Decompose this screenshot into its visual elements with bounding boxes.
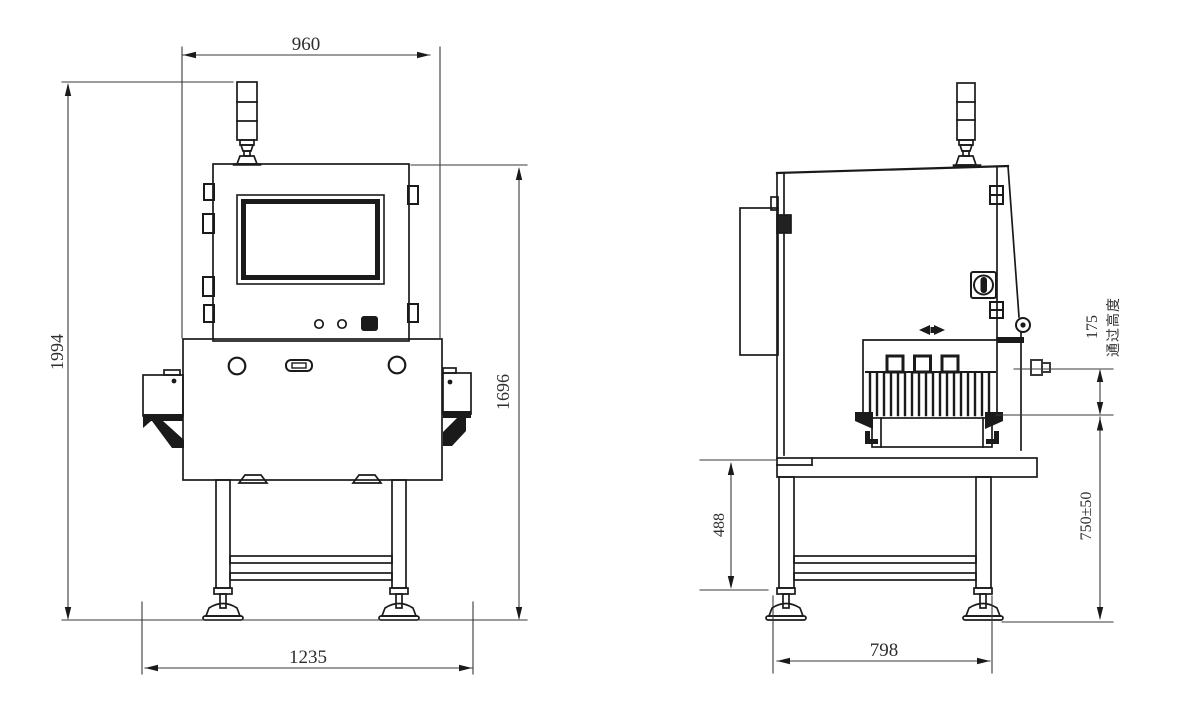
- outfeed-conveyor-end: [442, 367, 472, 446]
- base-table: [776, 457, 1038, 478]
- knob-left: [227, 356, 247, 376]
- cabinet-hinges: [202, 183, 419, 323]
- side-view: 488 798 175 通过高度 750±50: [699, 82, 1122, 674]
- curtain-strips: [868, 372, 991, 417]
- dim-belt-height: [1001, 416, 1114, 623]
- indicator-button: [313, 318, 325, 330]
- dim-body-height: [410, 164, 528, 620]
- mount-bracket: [351, 474, 383, 484]
- dim-base-depth: [772, 595, 993, 674]
- hinge-block: [776, 214, 792, 234]
- side-panel: [739, 207, 779, 356]
- signal-tower-light-icon: [232, 81, 262, 166]
- support-frame: [778, 476, 992, 589]
- dim-label-base-width: 1235: [289, 647, 327, 668]
- dim-top-width: [181, 46, 441, 339]
- belt-direction-arrow-icon: [919, 325, 945, 335]
- adjustable-foot: [962, 587, 1004, 621]
- xray-curtain-tunnel: [855, 337, 1003, 429]
- control-cabinet: [212, 163, 410, 342]
- emergency-stop-button: [361, 316, 378, 331]
- dim-pass-height: [995, 359, 1114, 416]
- dim-label-frame-height: 488: [711, 513, 728, 537]
- dim-label-top-width: 960: [292, 34, 321, 55]
- conveyor-belt-body: [865, 417, 999, 448]
- power-switch: [970, 271, 997, 299]
- adjustable-foot: [378, 587, 420, 621]
- dim-overall-height: [61, 81, 234, 620]
- support-frame: [215, 479, 407, 589]
- dim-label-body-height: 1696: [493, 374, 513, 410]
- door-hinges: [989, 185, 1004, 319]
- indicator-button: [336, 318, 348, 330]
- adjustable-foot: [765, 587, 807, 621]
- adjustable-foot: [202, 587, 244, 621]
- dim-label-base-depth: 798: [870, 640, 899, 661]
- dim-label-overall-height: 1994: [47, 334, 67, 370]
- dim-frame-height: [699, 459, 777, 591]
- front-view: 960 1994 1696 1235: [47, 34, 528, 675]
- mount-bracket: [237, 474, 269, 484]
- dim-label-pass-height-text: 通过高度: [1105, 297, 1122, 357]
- signal-tower-light-icon: [952, 82, 982, 167]
- display-screen: [236, 194, 385, 285]
- dim-label-belt-height: 750±50: [1078, 492, 1095, 541]
- door-handle: [285, 359, 313, 372]
- dim-label-pass-height: 175: [1084, 315, 1101, 339]
- dim-base-width: [61, 601, 528, 675]
- knob-right: [387, 355, 407, 375]
- infeed-conveyor-end: [142, 369, 184, 448]
